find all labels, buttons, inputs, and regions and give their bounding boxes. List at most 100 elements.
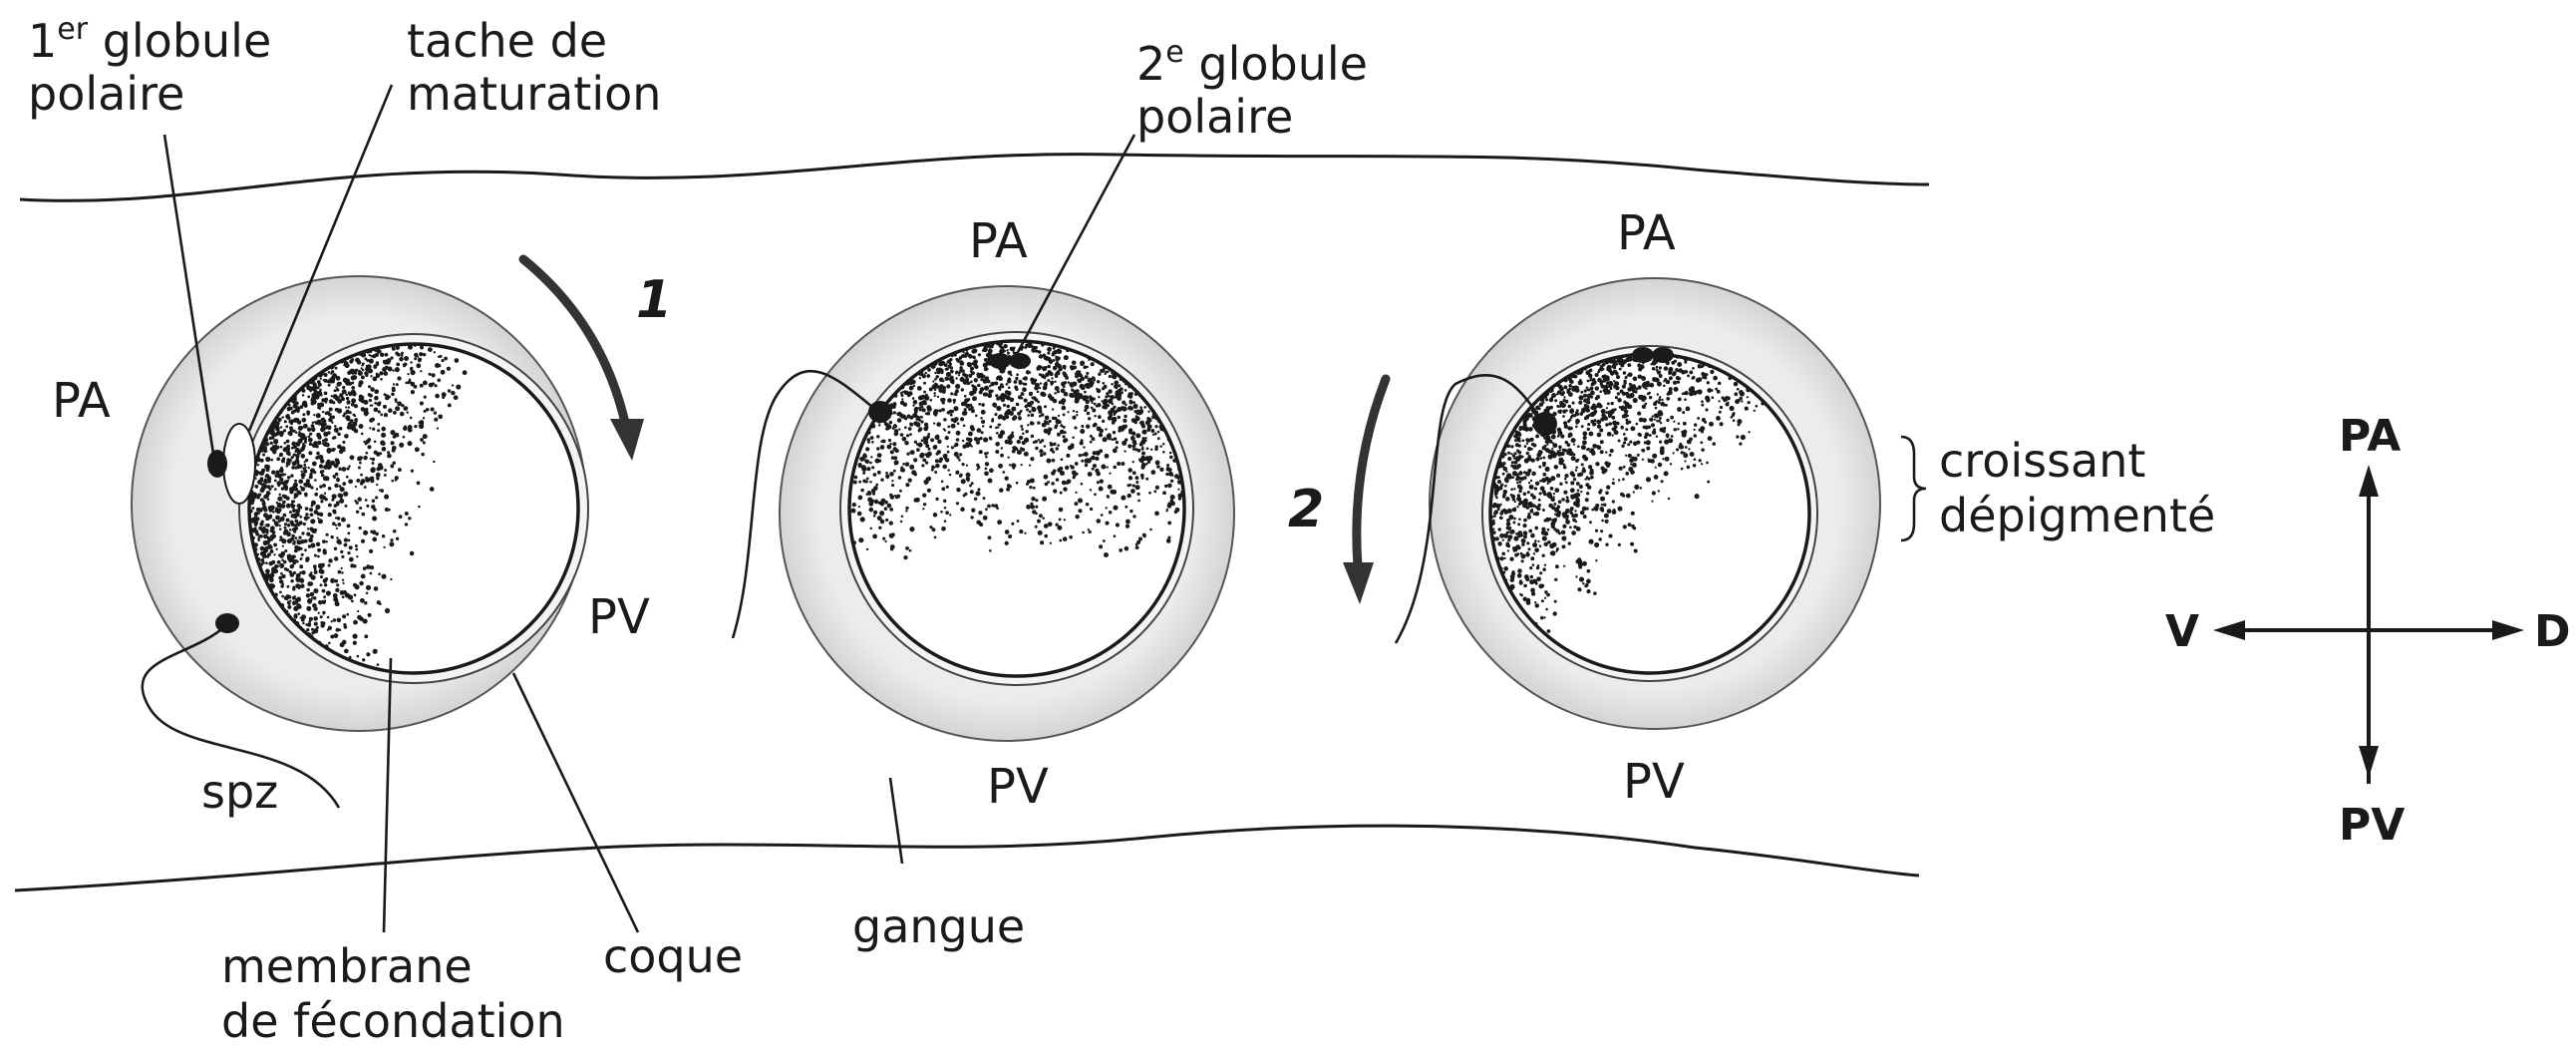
pigment-dot — [874, 500, 879, 505]
pigment-dot — [1056, 478, 1059, 481]
pigment-dot — [989, 468, 994, 473]
pigment-dot — [1085, 375, 1089, 379]
pigment-dot — [1633, 442, 1638, 447]
pigment-dot — [1105, 395, 1108, 398]
pigment-dot — [959, 366, 963, 370]
pigment-dot — [873, 473, 877, 477]
pigment-dot — [1159, 468, 1163, 472]
pigment-dot — [1125, 403, 1127, 406]
pigment-dot — [878, 459, 881, 462]
pigment-dot — [1552, 542, 1557, 547]
pigment-dot — [1114, 384, 1119, 389]
pigment-dot — [1568, 405, 1572, 409]
pigment-dot — [297, 465, 301, 469]
pigment-dot — [1589, 379, 1592, 382]
pigment-dot — [368, 369, 373, 374]
pigment-dot — [862, 454, 867, 459]
pigment-dot — [971, 409, 975, 413]
pigment-dot — [1040, 382, 1042, 384]
pigment-dot — [318, 612, 320, 614]
pigment-dot — [347, 524, 351, 528]
pigment-dot — [1108, 399, 1113, 404]
pigment-dot — [1020, 410, 1023, 413]
pigment-dot — [963, 424, 966, 427]
pigment-dot — [366, 564, 371, 569]
pigment-dot — [1006, 349, 1008, 351]
pigment-dot — [302, 394, 305, 397]
pigment-dot — [1683, 452, 1685, 454]
pigment-dot — [303, 424, 308, 429]
pigment-dot — [323, 432, 328, 437]
pigment-dot — [338, 570, 342, 574]
pigment-dot — [1574, 510, 1576, 512]
pigment-dot — [319, 402, 324, 407]
pigment-dot — [1536, 576, 1541, 581]
pigment-dot — [1575, 467, 1578, 470]
pigment-dot — [1709, 422, 1714, 427]
pigment-dot — [1048, 394, 1051, 397]
pigment-dot — [1108, 416, 1113, 421]
pigment-dot — [1072, 416, 1076, 420]
pigment-dot — [265, 494, 269, 498]
pigment-dot — [1063, 536, 1068, 541]
pigment-dot — [1523, 519, 1527, 523]
pigment-dot — [1081, 483, 1084, 486]
pigment-dot — [279, 563, 284, 568]
pigment-dot — [1668, 370, 1672, 374]
pigment-dot — [925, 461, 928, 464]
pigment-dot — [969, 404, 972, 407]
pigment-dot — [1652, 431, 1656, 435]
pigment-dot — [1154, 433, 1157, 436]
pigment-dot — [319, 513, 323, 517]
pigment-dot — [1660, 449, 1665, 454]
pigment-dot — [1566, 515, 1569, 518]
pigment-dot — [269, 546, 272, 549]
pigment-dot — [1571, 514, 1575, 518]
pigment-dot — [1091, 362, 1095, 366]
pigment-dot — [1088, 417, 1091, 420]
pigment-dot — [301, 487, 306, 492]
pigment-dot — [1500, 484, 1503, 487]
pigment-dot — [343, 378, 348, 383]
pigment-dot — [1542, 464, 1545, 467]
pigment-dot — [311, 596, 313, 598]
pigment-dot — [253, 517, 257, 521]
pigment-dot — [999, 424, 1001, 426]
pigment-dot — [1507, 544, 1511, 548]
pigment-dot — [362, 658, 365, 661]
pigment-dot — [282, 545, 284, 547]
pigment-dot — [1527, 447, 1531, 451]
pigment-dot — [325, 540, 328, 543]
pigment-dot — [1030, 505, 1035, 510]
pigment-dot — [342, 595, 345, 598]
pigment-dot — [1030, 401, 1034, 405]
pigment-dot — [1080, 361, 1085, 366]
pigment-dot — [1518, 518, 1521, 521]
pigment-dot — [984, 471, 989, 476]
pigment-dot — [972, 396, 977, 401]
pigment-dot — [982, 375, 985, 378]
pigment-dot — [254, 523, 258, 527]
pigment-dot — [1530, 459, 1533, 462]
pigment-dot — [1009, 464, 1011, 466]
pigment-dot — [355, 420, 358, 423]
pigment-dot — [1623, 371, 1627, 375]
pigment-dot — [1521, 542, 1524, 545]
pigment-dot — [1550, 476, 1555, 481]
pigment-dot — [414, 353, 418, 357]
pigment-dot — [1535, 603, 1539, 607]
pigment-dot — [1646, 477, 1651, 482]
pigment-dot — [981, 420, 985, 424]
pigment-dot — [336, 376, 341, 381]
pigment-dot — [964, 395, 967, 398]
pigment-dot — [1580, 491, 1582, 493]
pigment-dot — [1589, 521, 1592, 524]
pigment-dot — [1022, 433, 1025, 436]
pigment-dot — [858, 537, 863, 542]
pigment-dot — [1494, 476, 1497, 479]
pigment-dot — [345, 393, 348, 396]
pigment-dot — [359, 424, 364, 429]
pigment-dot — [1649, 396, 1652, 399]
pigment-dot — [1599, 380, 1603, 384]
pigment-dot — [853, 481, 857, 485]
